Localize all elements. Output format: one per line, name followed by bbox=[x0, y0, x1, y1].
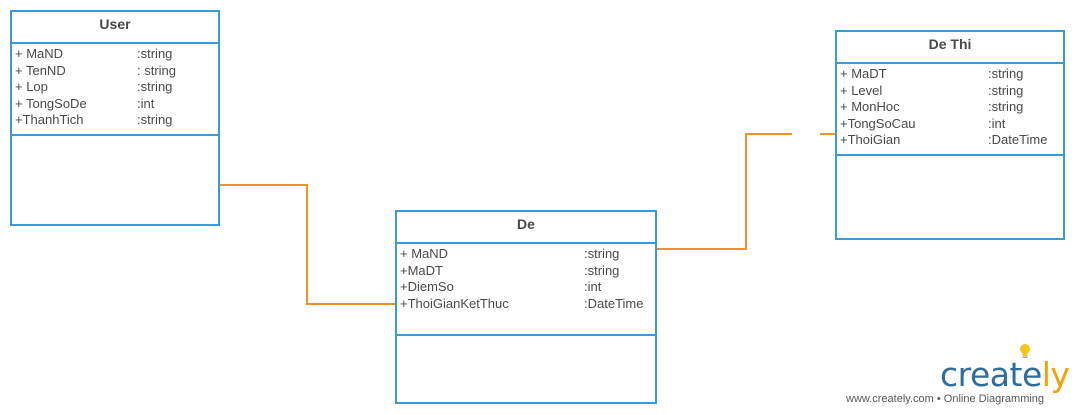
attribute-row: +TongSoCau :int bbox=[840, 116, 1063, 133]
attribute-type: :string bbox=[584, 246, 620, 261]
attribute-row: +MaDT :string bbox=[400, 263, 655, 280]
attribute-row: +DiemSo :int bbox=[400, 279, 655, 296]
attribute-row: + Level :string bbox=[840, 83, 1063, 100]
attribute-type: :string bbox=[988, 66, 1024, 81]
watermark-tagline: www.creately.com • Online Diagramming bbox=[846, 393, 1045, 405]
attribute-row: + MaDT :string bbox=[840, 66, 1063, 83]
attribute-row: +ThoiGianKetThuc :DateTime bbox=[400, 296, 655, 313]
class-user[interactable]: User + MaND :string + TenND : string + Lop… bbox=[10, 10, 220, 226]
attribute-name: + MaND bbox=[400, 246, 449, 261]
attribute-list: + MaDT :string + Level :string + MonHoc :st… bbox=[837, 64, 1063, 156]
attribute-name: + MonHoc bbox=[840, 99, 900, 114]
attribute-row: + MaND :string bbox=[15, 46, 218, 63]
attribute-type: :string bbox=[584, 262, 620, 278]
connector-user-de bbox=[220, 184, 395, 305]
attribute-row: + TenND : string bbox=[15, 63, 218, 80]
attribute-row: + MonHoc :string bbox=[840, 99, 1063, 116]
attribute-type: : string bbox=[137, 62, 177, 78]
attribute-type: :string bbox=[988, 99, 1024, 114]
attribute-type: :string bbox=[137, 112, 173, 127]
attribute-name: + TongSoDe bbox=[15, 95, 87, 111]
attribute-type: :string bbox=[988, 82, 1024, 98]
attribute-list: + MaND :string + TenND : string + Lop :stri… bbox=[12, 44, 218, 136]
class-de-thi[interactable]: De Thi + MaDT :string + Level :string + Mo… bbox=[835, 30, 1065, 240]
attribute-type: :string bbox=[137, 46, 173, 61]
attribute-row: +ThanhTich :string bbox=[15, 112, 218, 129]
class-title: De Thi bbox=[837, 32, 1063, 64]
attribute-row: + Lop :string bbox=[15, 79, 218, 96]
class-title: De bbox=[397, 212, 655, 244]
lightbulb-icon bbox=[1020, 344, 1030, 358]
attribute-name: + TenND bbox=[15, 62, 66, 78]
attribute-name: + Lop bbox=[15, 79, 48, 94]
logo-text-main: create bbox=[940, 355, 1042, 394]
creately-logo[interactable]: creately bbox=[940, 355, 1070, 394]
attribute-list: + MaND :string +MaDT :string +DiemSo :int +… bbox=[397, 244, 655, 336]
attribute-type: :int bbox=[584, 279, 602, 294]
attribute-type: :int bbox=[988, 115, 1006, 131]
attribute-type: :DateTime bbox=[988, 132, 1048, 147]
attribute-name: + MaDT bbox=[840, 66, 887, 81]
class-title: User bbox=[12, 12, 218, 44]
attribute-name: +ThoiGian bbox=[840, 132, 901, 147]
attribute-name: +MaDT bbox=[400, 262, 443, 278]
connector-de-dethi-segment bbox=[657, 133, 792, 250]
attribute-name: +TongSoCau bbox=[840, 115, 916, 131]
attribute-type: :int bbox=[137, 95, 155, 111]
attribute-name: +ThoiGianKetThuc bbox=[400, 295, 509, 311]
attribute-type: :string bbox=[137, 79, 173, 94]
attribute-name: +ThanhTich bbox=[15, 112, 84, 127]
attribute-name: + Level bbox=[840, 82, 883, 98]
logo-text-accent: ly bbox=[1041, 355, 1070, 394]
attribute-row: +ThoiGian :DateTime bbox=[840, 132, 1063, 149]
attribute-name: +DiemSo bbox=[400, 279, 454, 294]
attribute-row: + TongSoDe :int bbox=[15, 96, 218, 113]
attribute-name: + MaND bbox=[15, 46, 64, 61]
attribute-type: :DateTime bbox=[584, 295, 644, 311]
attribute-row: + MaND :string bbox=[400, 246, 655, 263]
class-de[interactable]: De + MaND :string +MaDT :string +DiemSo :in… bbox=[395, 210, 657, 404]
